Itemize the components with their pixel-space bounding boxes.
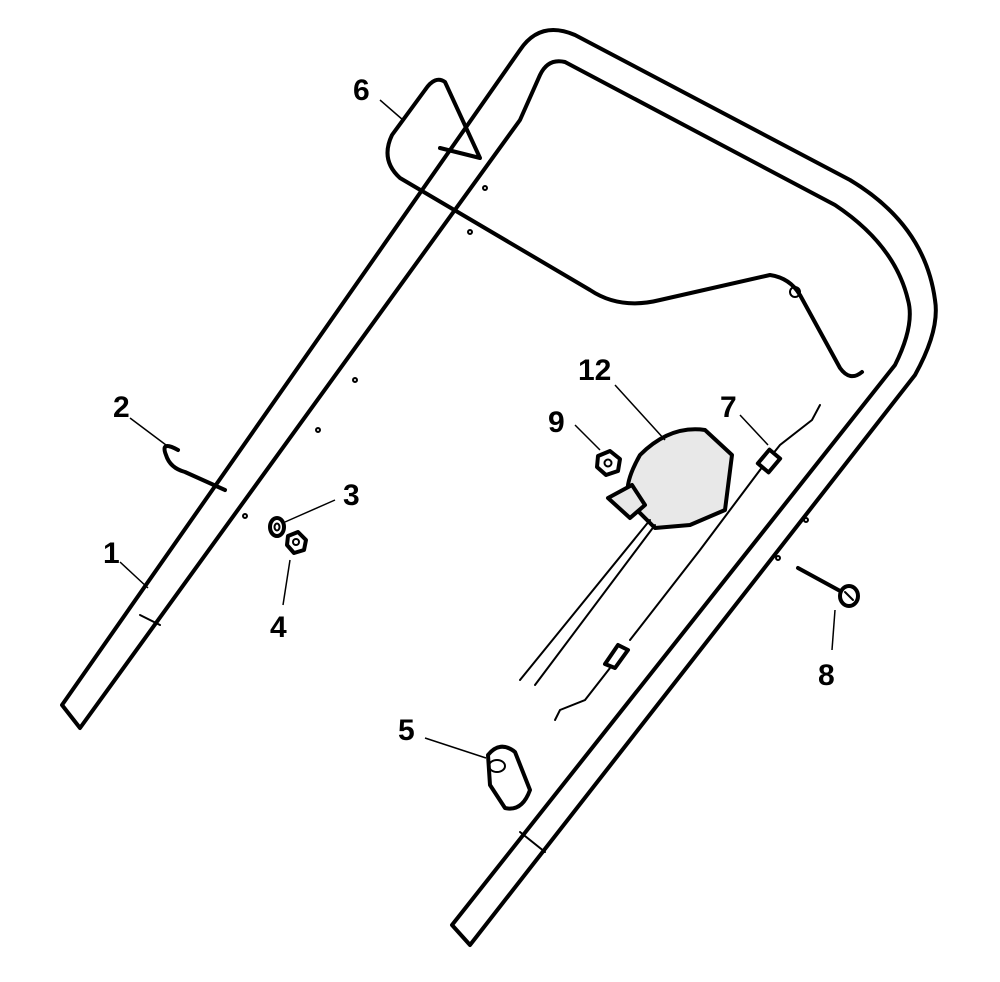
cable [554, 404, 821, 721]
nut [285, 530, 308, 555]
nut-small [595, 449, 622, 477]
callout-12: 12 [578, 354, 611, 387]
hook-bolt [162, 444, 227, 492]
callout-5: 5 [398, 714, 415, 747]
callout-9: 9 [548, 406, 565, 439]
cable-clip [486, 744, 532, 811]
washer [268, 516, 286, 538]
bail-bar [385, 77, 864, 379]
callout-7: 7 [720, 391, 737, 424]
handle-frame [60, 28, 938, 947]
callout-1: 1 [103, 537, 120, 570]
screw [796, 566, 860, 608]
callout-8: 8 [818, 659, 835, 692]
callout-4: 4 [270, 611, 287, 644]
callout-2: 2 [113, 391, 130, 424]
callout-3: 3 [343, 479, 360, 512]
callout-6: 6 [353, 74, 370, 107]
leader-lines [119, 99, 836, 759]
